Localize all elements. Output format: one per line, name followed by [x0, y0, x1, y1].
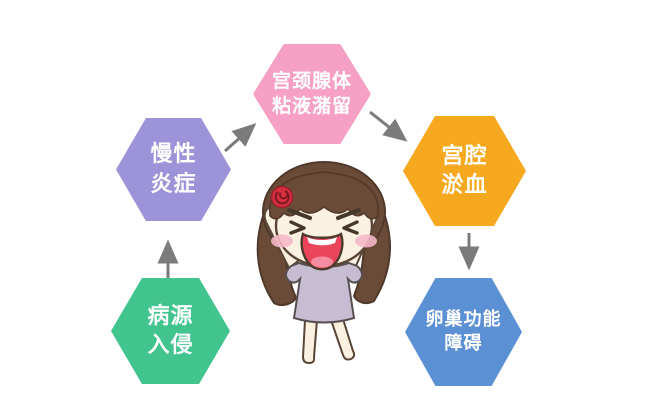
- node-label-line: 宫颈腺体: [271, 69, 352, 92]
- angry-girl-illustration: [256, 161, 391, 365]
- blush-right: [355, 234, 377, 248]
- tongue: [311, 256, 333, 268]
- arrow-up-right-icon: [224, 123, 257, 153]
- blush-left: [271, 234, 293, 248]
- leg-right: [329, 317, 356, 361]
- node-label-line: 卵巢功能: [425, 309, 502, 331]
- eyebrow-left: [287, 208, 312, 220]
- leg-left: [301, 319, 319, 365]
- node-label-line: 障碍: [444, 333, 483, 354]
- dress: [285, 261, 363, 324]
- eyebrow-right: [336, 208, 361, 220]
- node-label-line: 宫腔: [441, 143, 488, 169]
- eye-left: [289, 220, 306, 235]
- node-label-line: 慢性: [150, 142, 197, 168]
- arrow-down-right-icon: [369, 110, 408, 142]
- node-label-line: 入侵: [147, 333, 194, 358]
- node-label-line: 淤血: [441, 173, 488, 198]
- teeth: [307, 237, 337, 246]
- hair-ornament-swirl: [274, 190, 290, 205]
- node-label-line: 粘液潴留: [271, 95, 352, 117]
- node-label-line: 炎症: [150, 171, 197, 197]
- eye-right: [342, 220, 359, 235]
- node-label-line: 病源: [147, 303, 194, 329]
